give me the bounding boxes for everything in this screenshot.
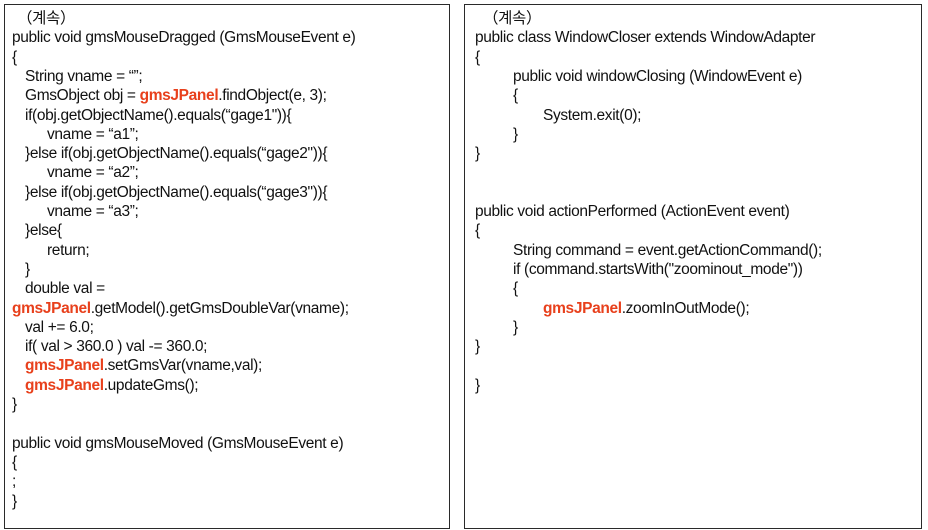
code-line: { xyxy=(475,221,480,240)
code-text: .getModel().getGmsDoubleVar(vname); xyxy=(90,299,349,317)
code-panel-left: （계속） public void gmsMouseDragged (GmsMous… xyxy=(4,4,450,529)
code-text: （계속） xyxy=(483,10,542,27)
code-panel-right: （계속） public class WindowCloser extends Wi… xyxy=(464,4,922,529)
code-text: public void gmsMouseMoved (GmsMouseEvent… xyxy=(12,434,344,452)
code-line: return; xyxy=(47,241,90,260)
highlighted-identifier: gmsJPanel xyxy=(543,299,622,317)
code-line: if (command.startsWith("zoominout_mode")… xyxy=(513,260,803,279)
code-text: { xyxy=(475,48,480,66)
code-line: } xyxy=(475,376,480,395)
code-line: }else if(obj.getObjectName().equals(“gag… xyxy=(25,144,328,163)
code-line: } xyxy=(513,125,518,144)
code-text: public class WindowCloser extends Window… xyxy=(475,29,816,47)
code-text: double val = xyxy=(25,280,105,298)
code-text: { xyxy=(513,280,518,298)
code-text: }else{ xyxy=(25,222,62,240)
code-text: String vname = “”; xyxy=(25,67,143,85)
code-line: public void actionPerformed (ActionEvent… xyxy=(475,202,790,221)
code-line: gmsJPanel.updateGms(); xyxy=(25,376,199,395)
code-text: if( val > 360.0 ) val -= 360.0; xyxy=(25,338,208,356)
code-text: .findObject(e, 3); xyxy=(218,87,327,105)
code-text: if (command.startsWith("zoominout_mode")… xyxy=(513,260,803,278)
code-line: gmsJPanel.zoomInOutMode(); xyxy=(543,299,750,318)
code-line: vname = “a1”; xyxy=(47,125,139,144)
code-text: String command = event.getActionCommand(… xyxy=(513,241,822,259)
code-text: } xyxy=(513,125,518,143)
code-text: } xyxy=(475,376,480,394)
code-line: { xyxy=(12,48,17,67)
code-line: }else if(obj.getObjectName().equals(“gag… xyxy=(25,183,328,202)
code-line: System.exit(0); xyxy=(543,106,641,125)
code-text: .zoomInOutMode(); xyxy=(621,299,750,317)
code-line: String command = event.getActionCommand(… xyxy=(513,241,822,260)
code-text: }else if(obj.getObjectName().equals(“gag… xyxy=(25,183,328,201)
code-line: val += 6.0; xyxy=(25,318,94,337)
code-line: public void gmsMouseMoved (GmsMouseEvent… xyxy=(12,434,344,453)
code-text: } xyxy=(475,338,480,356)
code-line: vname = “a2”; xyxy=(47,163,139,182)
code-text: } xyxy=(12,492,17,510)
code-line: } xyxy=(12,492,17,511)
code-text: （계속） xyxy=(17,10,76,27)
code-text: val += 6.0; xyxy=(25,318,94,336)
code-line: } xyxy=(25,260,30,279)
code-text: vname = “a1”; xyxy=(47,125,139,143)
code-line: } xyxy=(475,337,480,356)
code-line: } xyxy=(12,395,17,414)
code-line: public class WindowCloser extends Window… xyxy=(475,28,816,47)
code-text: vname = “a2”; xyxy=(47,164,139,182)
code-line: } xyxy=(513,318,518,337)
code-line: if( val > 360.0 ) val -= 360.0; xyxy=(25,337,208,356)
code-line: public void gmsMouseDragged (GmsMouseEve… xyxy=(12,28,356,47)
code-text: { xyxy=(513,87,518,105)
code-line: vname = “a3”; xyxy=(47,202,139,221)
code-line: { xyxy=(475,48,480,67)
code-text: } xyxy=(475,145,480,163)
code-text: public void gmsMouseDragged (GmsMouseEve… xyxy=(12,29,356,47)
code-text: if(obj.getObjectName().equals(“gage1")){ xyxy=(25,106,292,124)
code-text: { xyxy=(12,453,17,471)
code-text: return; xyxy=(47,241,90,259)
code-line: gmsJPanel.getModel().getGmsDoubleVar(vna… xyxy=(12,299,349,318)
code-line: （계속） xyxy=(17,9,75,28)
code-text: public void actionPerformed (ActionEvent… xyxy=(475,203,790,220)
code-line: GmsObject obj = gmsJPanel.findObject(e, … xyxy=(25,86,327,105)
code-line: gmsJPanel.setGmsVar(vname,val); xyxy=(25,356,262,375)
code-text: } xyxy=(513,318,518,336)
code-line: { xyxy=(12,453,17,472)
code-text: } xyxy=(25,260,30,278)
code-text: { xyxy=(12,48,17,66)
code-text: } xyxy=(12,396,17,413)
code-text: }else if(obj.getObjectName().equals(“gag… xyxy=(25,145,328,163)
code-line: if(obj.getObjectName().equals(“gage1")){ xyxy=(25,106,292,125)
code-text: GmsObject obj = xyxy=(25,87,140,105)
highlighted-identifier: gmsJPanel xyxy=(12,299,91,317)
code-line: double val = xyxy=(25,279,105,298)
code-line: public void windowClosing (WindowEvent e… xyxy=(513,67,802,86)
code-text: .setGmsVar(vname,val); xyxy=(103,357,263,375)
code-line: }else{ xyxy=(25,221,62,240)
code-line: ; xyxy=(12,472,16,491)
code-text: { xyxy=(475,222,480,240)
code-line: } xyxy=(475,144,480,163)
highlighted-identifier: gmsJPanel xyxy=(25,376,104,394)
code-text: .updateGms(); xyxy=(103,376,199,394)
code-text: System.exit(0); xyxy=(543,106,642,124)
code-text: vname = “a3”; xyxy=(47,203,139,220)
code-line: { xyxy=(513,86,518,105)
highlighted-identifier: gmsJPanel xyxy=(139,87,219,105)
code-text: public void windowClosing (WindowEvent e… xyxy=(513,67,802,85)
highlighted-identifier: gmsJPanel xyxy=(25,357,104,375)
code-text: ; xyxy=(12,473,16,491)
code-line: String vname = “”; xyxy=(25,67,143,86)
code-line: { xyxy=(513,279,518,298)
code-line: （계속） xyxy=(483,9,541,28)
